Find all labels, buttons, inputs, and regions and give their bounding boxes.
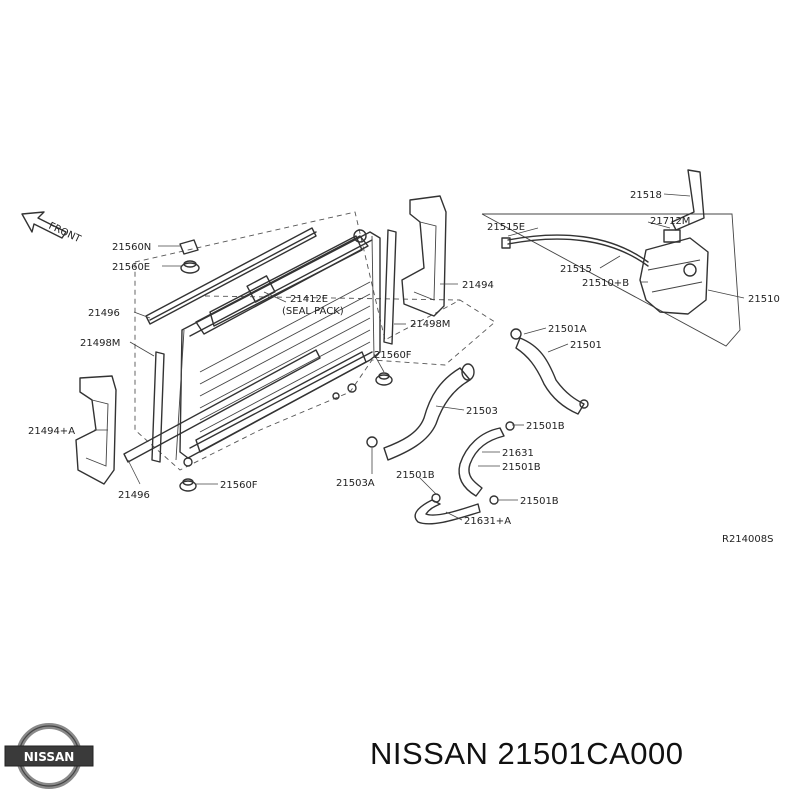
nissan-logo: NISSAN	[4, 723, 94, 789]
seal-strip-lower	[123, 349, 321, 463]
callout-21560F-right: 21560F	[374, 350, 412, 361]
callout-21501: 21501	[570, 340, 602, 351]
callout-seal-pack: (SEAL PACK)	[282, 306, 344, 317]
reservoir-group-outline	[481, 213, 741, 347]
diagram-reference-code: R214008S	[722, 534, 773, 545]
callout-21503A: 21503A	[336, 478, 375, 489]
callout-21560N: 21560N	[112, 242, 151, 253]
callout-21631A: 21631+A	[464, 516, 511, 527]
callout-21510B: 21510+B	[582, 278, 629, 289]
mount-bushing-right	[375, 372, 393, 386]
heater-hose-upper	[458, 421, 515, 497]
radiator-core	[175, 229, 381, 467]
lower-radiator-hose	[366, 363, 475, 461]
nissan-logo-text: NISSAN	[24, 750, 75, 764]
callout-21518: 21518	[630, 190, 662, 201]
mount-bushing-upper	[179, 239, 200, 274]
mount-bushing-bottom	[179, 478, 197, 492]
callout-21712M: 21712M	[650, 216, 690, 227]
callout-21560F-bottom: 21560F	[220, 480, 258, 491]
seal-strip-left	[151, 351, 165, 463]
callout-21501B-4: 21501B	[520, 496, 559, 507]
seal-strip-upper	[145, 227, 317, 325]
callout-21496-top: 21496	[88, 308, 120, 319]
callout-21501B-3: 21501B	[396, 470, 435, 481]
callout-21501A: 21501A	[548, 324, 587, 335]
reservoir-hose	[507, 234, 649, 263]
callout-21501B-1: 21501B	[526, 421, 565, 432]
callout-21496-bottom: 21496	[118, 490, 150, 501]
callout-21510: 21510	[748, 294, 780, 305]
upper-radiator-hose	[510, 328, 589, 415]
callout-21494: 21494	[462, 280, 494, 291]
callout-21498M-left: 21498M	[80, 338, 120, 349]
coolant-reservoir	[639, 229, 709, 315]
air-guide-right	[401, 195, 447, 317]
part-title: NISSAN 21501CA000	[370, 736, 684, 771]
callout-21515: 21515	[560, 264, 592, 275]
callout-21503: 21503	[466, 406, 498, 417]
front-arrow-icon	[21, 211, 67, 239]
callout-21631: 21631	[502, 448, 534, 459]
callout-21501B-2: 21501B	[502, 462, 541, 473]
callout-21515E: 21515E	[487, 222, 525, 233]
callout-21498M-right: 21498M	[410, 319, 450, 330]
callout-21560E: 21560E	[112, 262, 150, 273]
seal-strip-right	[383, 229, 397, 345]
air-guide-left	[75, 375, 117, 485]
radiator-group-outline	[134, 211, 496, 471]
callout-21412E: 21412E	[290, 294, 328, 305]
callout-21494A: 21494+A	[28, 426, 75, 437]
front-label: FRONT	[47, 221, 83, 246]
leader-lines	[94, 193, 745, 521]
